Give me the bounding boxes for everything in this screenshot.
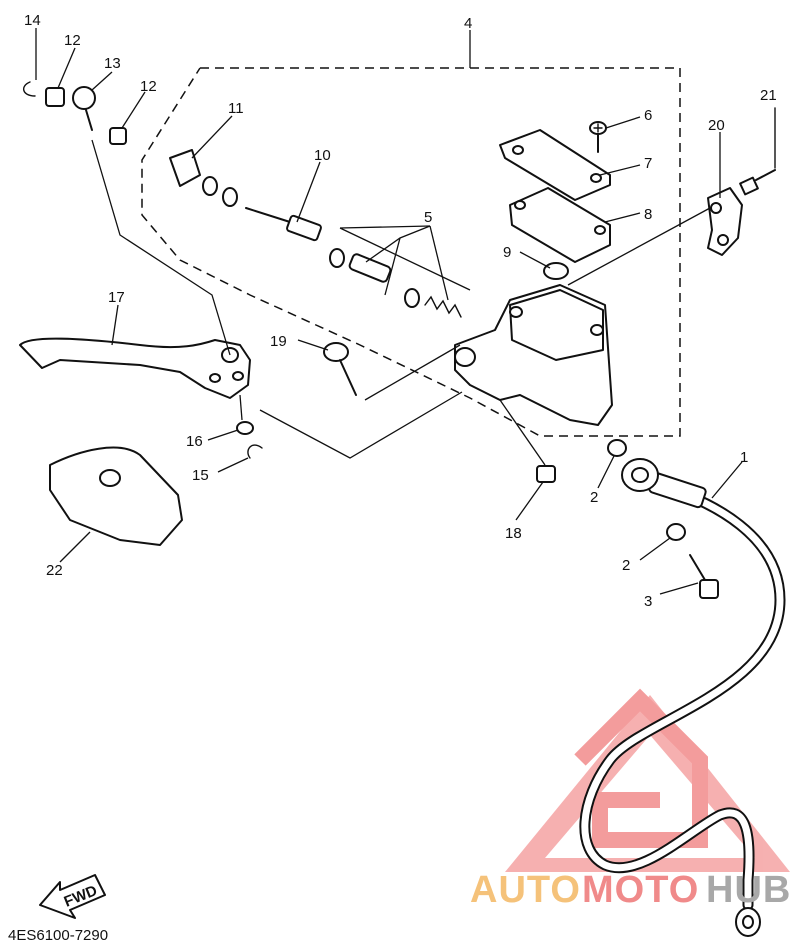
- callout-1: 1: [740, 449, 748, 466]
- pin-clip: [23, 81, 36, 97]
- protector: [543, 262, 569, 280]
- callout-9: 9: [503, 244, 511, 261]
- reservoir-cover: [499, 129, 611, 201]
- callout-3: 3: [644, 593, 652, 610]
- callout-leaders: [35, 28, 743, 595]
- piston-kit: [329, 248, 462, 318]
- callout-12-right: 12: [140, 78, 157, 95]
- copper-washer-upper: [607, 439, 627, 457]
- washer: [236, 421, 254, 435]
- copper-washer-lower: [666, 523, 686, 541]
- callout-2-lower: 2: [622, 557, 630, 574]
- callout-10: 10: [314, 147, 331, 164]
- lever-cover: [49, 446, 183, 546]
- assembly-box-outline: [141, 67, 681, 437]
- fwd-arrow: FWD: [39, 874, 106, 919]
- bolt: [739, 107, 776, 196]
- watermark-text: AUTO MOTO HUB: [470, 869, 791, 911]
- callout-17: 17: [108, 289, 125, 306]
- callout-21: 21: [760, 87, 777, 104]
- callout-11: 11: [228, 100, 244, 117]
- watermark-moto: MOTO: [582, 869, 699, 911]
- callout-12-left: 12: [64, 32, 81, 49]
- callout-22: 22: [46, 562, 63, 579]
- connector-lines: [91, 139, 711, 466]
- lever-nut: [536, 465, 556, 483]
- diaphragm: [509, 187, 611, 263]
- callout-20: 20: [708, 117, 725, 134]
- callout-7: 7: [644, 155, 652, 172]
- callout-5: 5: [424, 209, 432, 226]
- watermark-auto: AUTO: [470, 869, 581, 911]
- callout-16: 16: [186, 433, 203, 450]
- callout-8: 8: [644, 206, 652, 223]
- callout-numbers: 1 2 2 3 4 5 6 7 8 9 10 11 12 12 13 14 15…: [24, 12, 777, 610]
- callout-18: 18: [505, 525, 522, 542]
- callout-6: 6: [644, 107, 652, 124]
- callout-14: 14: [24, 12, 41, 29]
- callout-19: 19: [270, 333, 287, 350]
- union-bolt: [689, 554, 719, 599]
- adjuster-bolt: [323, 342, 357, 396]
- brake-lever: [19, 337, 251, 399]
- callout-2-upper: 2: [590, 489, 598, 506]
- nut-collar: [45, 87, 127, 145]
- holder-bracket: [707, 187, 743, 256]
- callout-13: 13: [104, 55, 121, 72]
- brake-hose: [579, 458, 786, 937]
- pivot-bolt: [72, 86, 96, 131]
- callout-4: 4: [464, 15, 472, 32]
- part-code: 4ES6100-7290: [8, 927, 108, 944]
- push-rod: [245, 207, 322, 242]
- watermark-hub: HUB: [706, 869, 791, 911]
- boot: [169, 149, 238, 207]
- master-cylinder-body: [454, 284, 613, 426]
- screw: [589, 121, 607, 153]
- circlip: [247, 444, 263, 459]
- callout-15: 15: [192, 467, 209, 484]
